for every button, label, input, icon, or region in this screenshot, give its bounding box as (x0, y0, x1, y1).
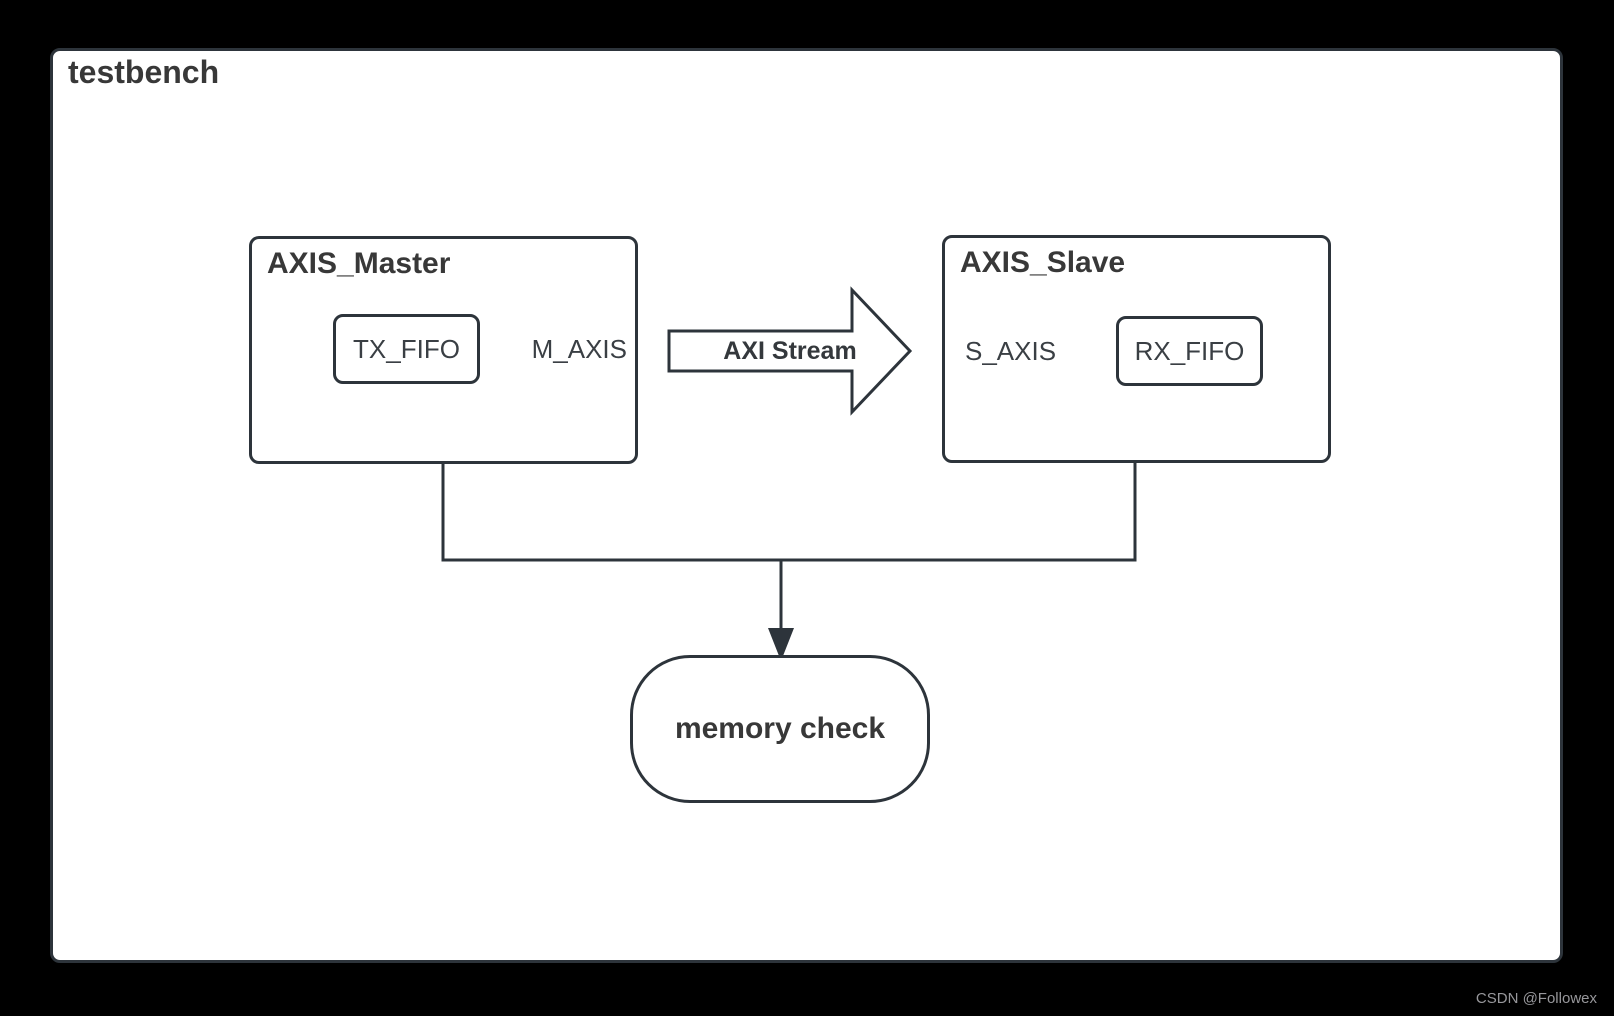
testbench-panel (50, 48, 1563, 963)
rx-fifo-box: RX_FIFO (1116, 316, 1263, 386)
axis-slave-box: AXIS_Slave S_AXIS RX_FIFO (942, 235, 1331, 463)
rx-fifo-label: RX_FIFO (1134, 335, 1245, 366)
tx-fifo-label: TX_FIFO (353, 333, 460, 364)
axis-master-title: AXIS_Master (267, 247, 451, 280)
memory-check-label: memory check (674, 712, 886, 745)
axi-stream-label: AXI Stream (723, 336, 857, 365)
watermark: CSDN @Followex (1475, 990, 1597, 1007)
axis-slave-title: AXIS_Slave (960, 246, 1126, 279)
page-title: testbench (68, 54, 220, 90)
axis-master-box: AXIS_Master TX_FIFO M_AXIS (249, 236, 638, 464)
s-axis-port-label: S_AXIS (965, 335, 1057, 366)
tx-fifo-box: TX_FIFO (333, 314, 480, 384)
memory-check-node: memory check (630, 655, 930, 803)
m-axis-port-label: M_AXIS (531, 333, 627, 364)
